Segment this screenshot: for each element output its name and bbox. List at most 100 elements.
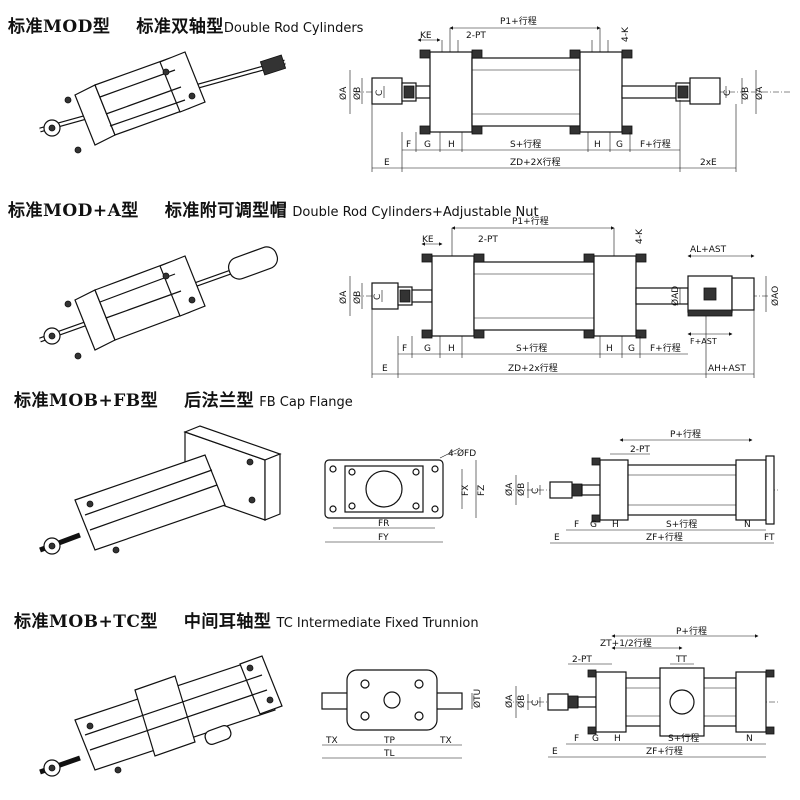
dim-label: G bbox=[424, 140, 431, 150]
dim-label: N bbox=[744, 520, 751, 530]
dim-label: G bbox=[424, 344, 431, 354]
dim-label: H bbox=[448, 140, 455, 150]
dim-label: ZT+1/2行程 bbox=[600, 637, 652, 649]
dim-label: KE bbox=[422, 235, 434, 245]
side-view-double-rod: KE 2-PT P1+行程 4-K ØA ØB C C ØB ØA F G H … bbox=[338, 15, 790, 172]
dim-label: N bbox=[746, 734, 753, 744]
section-heading-mob-tc: 标准MOB+TC型 中间耳轴型 TC Intermediate Fixed Tru… bbox=[14, 607, 479, 632]
dim-label: H bbox=[614, 734, 621, 744]
iso-view-adjustable-nut bbox=[39, 246, 279, 360]
dim-label: ØAO bbox=[770, 286, 781, 306]
dim-label: ØA bbox=[504, 482, 515, 496]
dim-label: 4-K bbox=[635, 228, 645, 244]
dim-label: C bbox=[373, 294, 383, 300]
dim-label: ØB bbox=[352, 87, 363, 100]
dim-label: F+行程 bbox=[650, 342, 681, 354]
dim-label: FZ bbox=[477, 485, 487, 496]
section-title: 标准MOD型 bbox=[8, 17, 111, 37]
dim-label: E bbox=[384, 158, 390, 168]
section-subtitle-en: TC Intermediate Fixed Trunnion bbox=[276, 616, 479, 631]
dim-label: G bbox=[628, 344, 635, 354]
dim-label: ØA bbox=[338, 86, 349, 100]
dim-label: ZF+行程 bbox=[646, 745, 683, 757]
dim-label: E bbox=[382, 364, 388, 374]
dim-label: G bbox=[592, 734, 599, 744]
dim-label: FR bbox=[378, 519, 389, 529]
dim-label: C bbox=[375, 90, 385, 96]
section-heading-mod: 标准MOD型 标准双轴型Double Rod Cylinders bbox=[8, 12, 363, 37]
dim-label: F+AST bbox=[690, 337, 717, 346]
dim-label: 2-PT bbox=[572, 655, 592, 665]
dim-label: TX bbox=[439, 736, 452, 746]
dim-label: 2-PT bbox=[630, 445, 650, 455]
dim-label: G bbox=[616, 140, 623, 150]
section-subtitle-en: FB Cap Flange bbox=[259, 395, 353, 410]
dim-label: S+行程 bbox=[668, 732, 699, 744]
dim-label: H bbox=[612, 520, 619, 530]
dim-label: ØB bbox=[516, 695, 527, 708]
iso-view-double-rod bbox=[39, 51, 287, 154]
dim-label: S+行程 bbox=[510, 138, 541, 150]
dim-label: FY bbox=[378, 533, 389, 543]
section-subtitle-cn: 中间耳轴型 bbox=[183, 612, 272, 632]
section-subtitle-cn: 标准双轴型 bbox=[136, 17, 224, 37]
dim-label: E bbox=[554, 533, 560, 543]
dim-label: ØB bbox=[740, 87, 751, 100]
iso-view-cap-flange bbox=[39, 425, 282, 555]
dim-label: 4-ØFD bbox=[448, 448, 476, 459]
dim-label: H bbox=[606, 344, 613, 354]
dim-label: C bbox=[531, 700, 541, 706]
dim-label: S+行程 bbox=[516, 342, 547, 354]
dim-label: ØTU bbox=[472, 689, 483, 708]
side-view-adjustable-nut: KE 2-PT P1+行程 4-K AL+AST ØA ØB C ØAD ØAO… bbox=[338, 215, 781, 378]
dim-label: AH+AST bbox=[708, 364, 746, 374]
dim-label: C bbox=[723, 90, 733, 96]
section-subtitle-en: Double Rod Cylinders bbox=[223, 21, 364, 36]
dim-label: F bbox=[402, 344, 407, 354]
dim-label: 2xE bbox=[700, 158, 717, 168]
section-subtitle-cn: 标准附可调型帽 bbox=[164, 201, 288, 221]
front-view-cap-flange: 4-ØFD FX FZ FR FY bbox=[324, 447, 487, 543]
section-subtitle-cn: 后法兰型 bbox=[184, 391, 255, 411]
dim-label: ZD+2X行程 bbox=[510, 156, 561, 168]
section-title: 标准MOD+A型 bbox=[8, 201, 139, 221]
dim-label: F bbox=[574, 734, 579, 744]
dim-label: KE bbox=[420, 31, 432, 41]
dim-label: TP bbox=[383, 736, 395, 746]
dim-label: ZF+行程 bbox=[646, 531, 683, 543]
dim-label: ØA bbox=[504, 694, 515, 708]
side-view-cap-flange: P+行程 2-PT ØA ØB C F G H S+行程 N E ZF+行程 F… bbox=[504, 428, 780, 544]
dim-label: ØB bbox=[352, 291, 363, 304]
dim-label: P+行程 bbox=[670, 428, 701, 440]
section-heading-mob-fb: 标准MOB+FB型 后法兰型 FB Cap Flange bbox=[14, 386, 353, 411]
section-subtitle-en: Double Rod Cylinders+Adjustable Nut bbox=[292, 205, 539, 220]
dim-label: C bbox=[531, 488, 541, 494]
dim-label: H bbox=[448, 344, 455, 354]
front-view-trunnion: ØTU TX TP TX TL bbox=[321, 669, 483, 759]
side-view-trunnion: P+行程 ZT+1/2行程 2-PT TT ØA ØB C F G H S+行程… bbox=[504, 625, 780, 758]
iso-view-trunnion bbox=[39, 655, 283, 777]
dim-label: ØA bbox=[338, 290, 349, 304]
dim-label: P+行程 bbox=[676, 625, 707, 637]
dim-label: ØB bbox=[516, 483, 527, 496]
section-title: 标准MOB+TC型 bbox=[14, 612, 158, 632]
section-title: 标准MOB+FB型 bbox=[14, 391, 159, 411]
dim-label: TL bbox=[383, 749, 395, 759]
dim-label: P1+行程 bbox=[512, 215, 549, 227]
dim-label: 2-PT bbox=[478, 235, 498, 245]
dim-label: TX bbox=[325, 736, 338, 746]
dim-label: E bbox=[552, 747, 558, 757]
dim-label: ØAD bbox=[670, 286, 681, 306]
dim-label: H bbox=[594, 140, 601, 150]
dim-label: P1+行程 bbox=[500, 15, 537, 27]
dim-label: F+行程 bbox=[640, 138, 671, 150]
dim-label: FX bbox=[461, 485, 471, 496]
dim-label: TT bbox=[675, 655, 687, 665]
dim-label: F bbox=[574, 520, 579, 530]
dim-label: ZD+2x行程 bbox=[508, 362, 558, 374]
dim-label: F bbox=[406, 140, 411, 150]
dim-label: ØA bbox=[754, 86, 765, 100]
dim-label: FT bbox=[764, 533, 775, 543]
dim-label: S+行程 bbox=[666, 518, 697, 530]
